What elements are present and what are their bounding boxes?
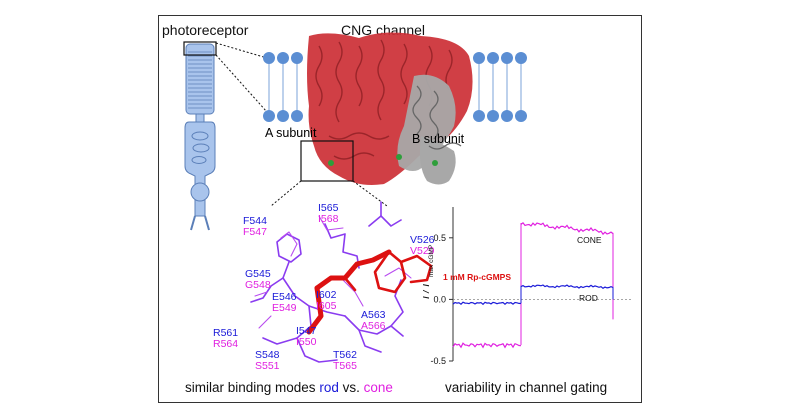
caption-cone: cone	[363, 380, 393, 395]
a-subunit-label: A subunit	[265, 126, 317, 140]
y-axis-label-subscript: max cGMP	[428, 245, 435, 277]
cone-series-label: CONE	[577, 235, 602, 245]
gating-chart: -0.50.00.5 I / I max cGMP 1 mM Rp-cGMPS …	[423, 207, 633, 366]
y-ticks: -0.5 0.0 0.5	[430, 233, 453, 366]
b-subunit-label: B subunit	[412, 132, 465, 146]
right-caption: variability in channel gating	[445, 380, 608, 395]
membrane	[263, 52, 527, 122]
rod-series-label: ROD	[579, 293, 598, 303]
zoom-lines-top	[215, 42, 268, 113]
traces	[452, 221, 614, 349]
y-axis-label: I / I	[423, 284, 432, 299]
y-tick-label: 0.5	[433, 233, 446, 243]
binding-site-zoom-box	[300, 140, 354, 182]
photoreceptor-cell	[183, 41, 217, 231]
left-caption: similar binding modes rod vs. cone	[185, 380, 393, 395]
drug-label: 1 mM Rp-cGMPS	[443, 272, 511, 282]
binding-pocket-sticks	[250, 201, 433, 363]
caption-rod: rod	[319, 380, 339, 395]
photoreceptor-label: photoreceptor	[162, 22, 249, 38]
zoom-lines-bottom	[270, 180, 388, 207]
y-tick-label: 0.0	[433, 294, 446, 304]
trace-cone-after	[520, 221, 614, 236]
trace-rod-before	[452, 301, 522, 306]
y-tick-label: -0.5	[430, 356, 446, 366]
schematic-svg	[183, 32, 527, 363]
trace-rod-after	[520, 284, 614, 290]
trace-cone-before	[452, 342, 522, 349]
cng-channel-structure	[307, 32, 473, 185]
figure-frame: photoreceptor CNG channel	[158, 15, 642, 403]
